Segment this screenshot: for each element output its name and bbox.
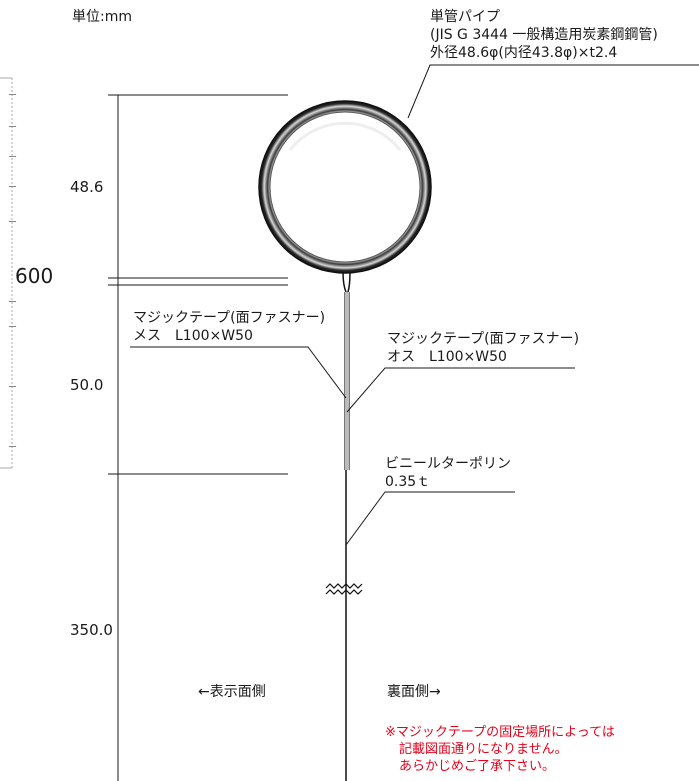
back-side-label: 裏面側→ bbox=[387, 684, 441, 700]
velcro-male-label-line1: マジックテープ(面ファスナー) bbox=[387, 331, 580, 347]
front-side-label: ←表示面側 bbox=[198, 684, 266, 700]
tarp-wrap bbox=[342, 271, 347, 470]
edge-mark: ー bbox=[8, 323, 18, 333]
edge-mark: ー bbox=[8, 91, 18, 101]
dimension-velcro: 50.0 bbox=[70, 376, 104, 394]
dimension-total: 600 bbox=[15, 264, 54, 288]
tarp-label-line2: 0.35ｔ bbox=[385, 474, 431, 490]
pipe-leader-line bbox=[407, 64, 699, 119]
break-symbol bbox=[325, 583, 363, 589]
edge-mark: ー bbox=[8, 443, 18, 453]
dimension-pipe: 48.6 bbox=[70, 178, 104, 196]
tarp-label-line1: ビニールターポリン bbox=[385, 456, 511, 472]
velcro-female-label-line2: メス L100×W50 bbox=[133, 328, 253, 344]
pipe-label-line3: 外径48.6φ(内径43.8φ)×t2.4 bbox=[430, 45, 618, 61]
velcro-male-leader-line bbox=[346, 367, 575, 413]
velcro-male-label-line2: オス L100×W50 bbox=[387, 349, 507, 365]
pipe-label-line1: 単管パイプ bbox=[430, 9, 500, 25]
note-line3: あらかじめご了承下さい。 bbox=[399, 759, 556, 774]
edge-mark: ー bbox=[8, 298, 18, 308]
edge-mark: ー bbox=[8, 218, 18, 228]
edge-mark: ー bbox=[8, 183, 18, 193]
note-line2: 記載図面通りになりません。 bbox=[399, 742, 568, 757]
left-dotted-box bbox=[0, 77, 13, 469]
velcro-female-label-line1: マジックテープ(面ファスナー) bbox=[133, 310, 326, 326]
note-line1: ※マジックテープの固定場所によっては bbox=[385, 725, 615, 740]
edge-mark: ー bbox=[8, 123, 18, 133]
edge-mark: ー bbox=[8, 153, 18, 163]
dimension-tarp: 350.0 bbox=[70, 621, 113, 639]
velcro-female-leader-line bbox=[130, 346, 347, 399]
edge-mark: ー bbox=[8, 383, 18, 393]
pipe-label-line2: (JIS G 3444 一般構造用炭素鋼鋼管) bbox=[430, 27, 658, 43]
tarp-leader-line bbox=[345, 491, 515, 546]
unit-label: 単位:mm bbox=[72, 9, 132, 25]
